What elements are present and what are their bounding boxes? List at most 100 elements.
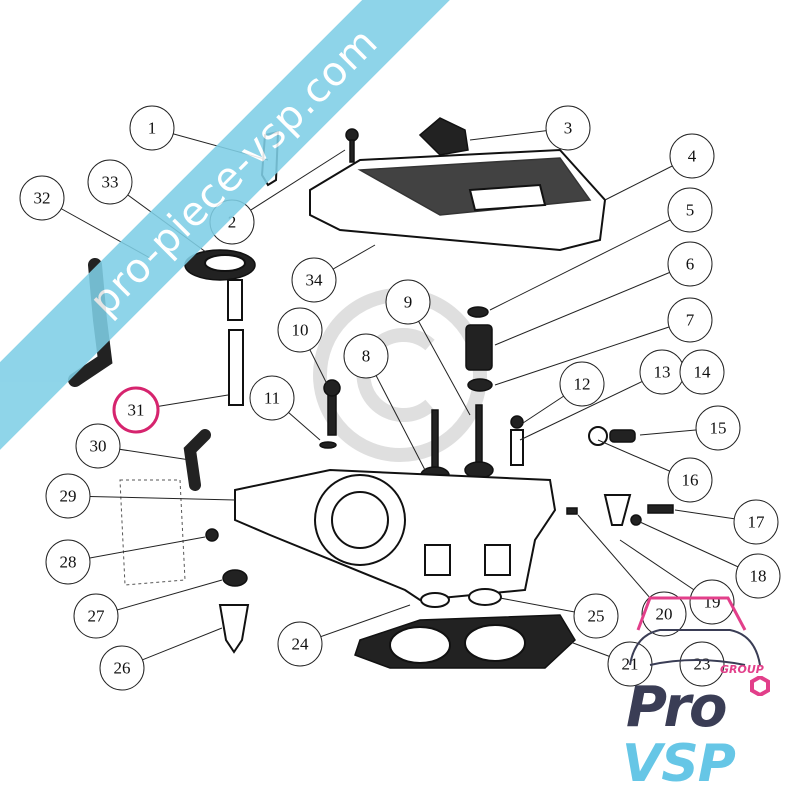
callout-circle: [695, 405, 741, 451]
callout-circle: [669, 133, 715, 179]
callout-circle: [679, 349, 725, 395]
callout-30: 30: [75, 423, 121, 469]
callout-14: 14: [679, 349, 725, 395]
seals-gasket: [354, 588, 576, 669]
valve-cover: [309, 148, 607, 252]
leader-line-5: [489, 209, 691, 311]
callout-circle: [277, 307, 323, 353]
callout-18: 18: [735, 553, 781, 599]
callout-number: 9: [404, 293, 413, 312]
callout-11: 11: [249, 375, 295, 421]
callout-number: 13: [654, 363, 671, 382]
callout-13: 13: [639, 349, 685, 395]
hose-part-30: [183, 429, 211, 491]
callout-28: 28: [45, 539, 91, 585]
cylinder-head: [234, 468, 557, 602]
callout-circle: [45, 473, 91, 519]
callout-10: 10: [277, 307, 323, 353]
callout-number: 28: [60, 553, 77, 572]
callout-number: 34: [306, 271, 324, 290]
leader-line-13: [519, 371, 663, 441]
screw-part-2: [345, 128, 359, 163]
callout-circle: [45, 539, 91, 585]
callout-17: 17: [733, 499, 779, 545]
callout-5: 5: [667, 187, 713, 233]
callout-number: 5: [686, 201, 695, 220]
callout-number: 32: [34, 189, 51, 208]
callout-31: 31: [112, 386, 160, 434]
logo-line-vsp: VSP: [622, 734, 736, 794]
callout-number: 11: [264, 389, 280, 408]
callout-number: 24: [292, 635, 310, 654]
car-outline-icon: [629, 596, 761, 666]
callout-26: 26: [99, 645, 145, 691]
callout-33: 33: [87, 159, 133, 205]
callout-circle: [689, 579, 735, 625]
callout-number: 18: [750, 567, 767, 586]
leader-line-28: [67, 536, 206, 563]
callout-number: 17: [748, 513, 766, 532]
callout-circle: [129, 105, 175, 151]
callout-34: 34: [291, 257, 337, 303]
callout-number: 27: [88, 607, 106, 626]
callout-7: 7: [667, 297, 713, 343]
callout-4: 4: [669, 133, 715, 179]
callout-27: 27: [73, 593, 119, 639]
callout-number: 3: [564, 119, 573, 138]
callout-number: 26: [114, 659, 131, 678]
callout-12: 12: [559, 361, 605, 407]
callout-circle: [19, 175, 65, 221]
callout-8: 8: [343, 333, 389, 379]
callout-circle: [385, 279, 431, 325]
provsp-logo: GROUP Pro VSP: [620, 590, 790, 800]
callout-circle: [73, 593, 119, 639]
callout-number: 25: [588, 607, 605, 626]
callout-circle: [112, 386, 160, 434]
callout-circle: [667, 187, 713, 233]
plug-parts: [119, 479, 250, 654]
breather-part-33: [184, 249, 256, 406]
callout-number: 29: [60, 487, 77, 506]
callout-circle: [641, 591, 687, 637]
callout-32: 32: [19, 175, 65, 221]
callout-number: 15: [710, 419, 727, 438]
callout-number: 20: [656, 605, 673, 624]
callout-circle: [667, 457, 713, 503]
callout-6: 6: [667, 241, 713, 287]
callout-circle: [679, 641, 725, 687]
logo-line-pro: Pro: [626, 675, 727, 740]
callout-circle: [733, 499, 779, 545]
callout-circle: [99, 645, 145, 691]
valve-spring-parts: [319, 306, 674, 526]
leader-line-7: [494, 319, 691, 386]
callout-circle: [545, 105, 591, 151]
leader-line-29: [67, 495, 236, 501]
callout-circle: [75, 423, 121, 469]
callout-circle: [291, 257, 337, 303]
callout-circle: [667, 297, 713, 343]
callout-9: 9: [385, 279, 431, 325]
callout-number: 30: [90, 437, 107, 456]
callout-25: 25: [573, 593, 619, 639]
callout-circle: [277, 621, 323, 667]
callout-number: 10: [292, 321, 309, 340]
callout-16: 16: [667, 457, 713, 503]
callout-20: 20: [641, 591, 687, 637]
callout-circle: [87, 159, 133, 205]
callout-15: 15: [695, 405, 741, 451]
callout-number: 8: [362, 347, 371, 366]
callout-number: 31: [128, 401, 145, 420]
callout-1: 1: [129, 105, 175, 151]
callout-number: 6: [686, 255, 695, 274]
callout-circle: [559, 361, 605, 407]
callout-circle: [735, 553, 781, 599]
leader-line-6: [494, 263, 691, 346]
callout-number: 4: [688, 147, 697, 166]
callout-circle: [249, 375, 295, 421]
callout-circle: [667, 241, 713, 287]
callout-number: 16: [682, 471, 699, 490]
callout-circle: [343, 333, 389, 379]
callout-number: 14: [694, 363, 712, 382]
